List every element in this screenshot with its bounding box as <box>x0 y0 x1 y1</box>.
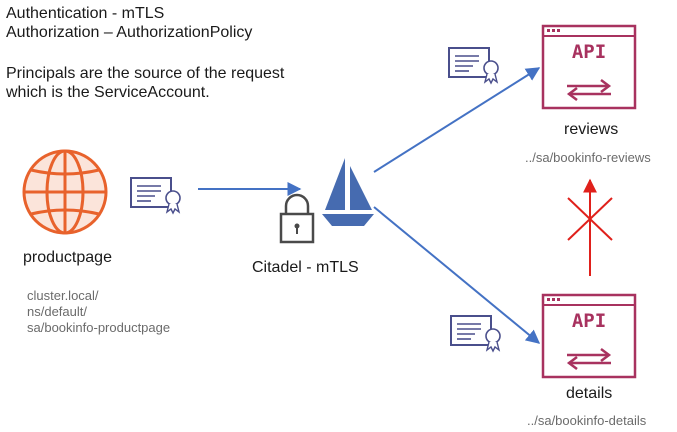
api-window-icon <box>541 293 637 379</box>
api-window-icon <box>541 24 637 110</box>
productpage-label: productpage <box>23 249 112 266</box>
details-label: details <box>566 385 613 402</box>
citadel-label: Citadel - mTLS <box>252 259 359 276</box>
reviews-label: reviews <box>564 121 619 138</box>
details-path: ../sa/bookinfo-details <box>527 413 647 428</box>
reviews-path: ../sa/bookinfo-reviews <box>525 150 651 165</box>
productpage-path-line-1: cluster.local/ <box>27 288 99 303</box>
api-text-reviews: API <box>572 41 606 63</box>
globe-icon <box>22 149 108 235</box>
certificate-icon <box>450 315 501 353</box>
api-text-details: API <box>572 310 606 332</box>
certificate-icon <box>448 47 499 85</box>
authorization-line: Authorization – AuthorizationPolicy <box>6 24 253 41</box>
x-icon <box>567 197 613 241</box>
principals-line-1: Principals are the source of the request <box>6 65 285 82</box>
principals-line-2: which is the ServiceAccount. <box>6 84 210 101</box>
productpage-path-line-2: ns/default/ <box>27 304 87 319</box>
productpage-path-line-3: sa/bookinfo-productpage <box>27 320 171 335</box>
lock-icon <box>279 193 315 244</box>
certificate-icon <box>130 177 181 215</box>
flow-arrow-citadel-details <box>373 206 541 344</box>
authentication-line: Authentication - mTLS <box>6 5 165 22</box>
sail-icon <box>322 158 374 226</box>
flow-arrow-citadel-reviews <box>373 67 541 173</box>
